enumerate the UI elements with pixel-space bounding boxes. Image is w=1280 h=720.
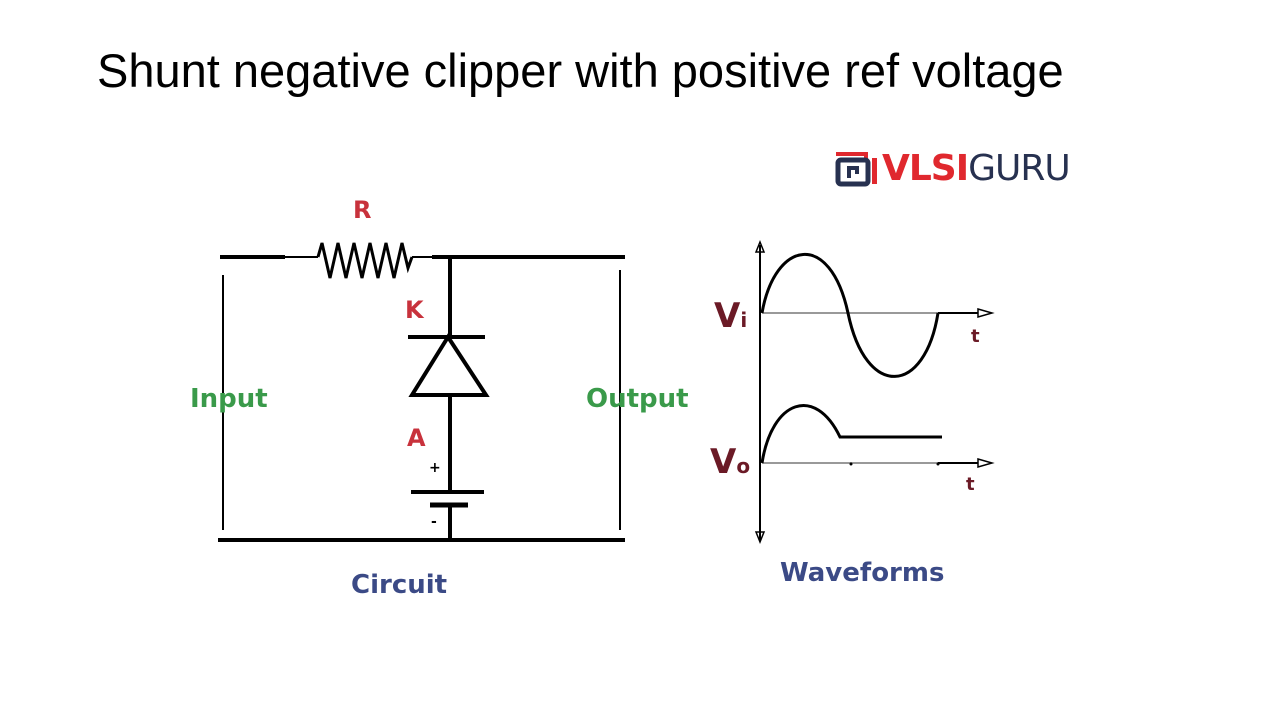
logo-text-guru: GURU: [968, 147, 1071, 189]
voltage-axis-arrow-bottom: [754, 531, 766, 545]
vi-sine-wave: [760, 253, 940, 378]
vi-time-axis-arrow: [977, 308, 995, 318]
logo-icon: [835, 152, 877, 187]
resistor-label: R: [353, 196, 372, 224]
input-label: Input: [190, 384, 268, 414]
slide-title: Shunt negative clipper with positive ref…: [97, 44, 1064, 97]
output-label: Output: [586, 384, 689, 414]
resistor-symbol: [316, 242, 414, 279]
waveforms-caption: Waveforms: [780, 558, 945, 588]
vo-clipped-wave: [760, 404, 942, 464]
vi-label: Vi: [714, 296, 747, 336]
vo-time-axis-arrow: [977, 458, 995, 468]
anode-label: A: [407, 424, 426, 452]
diode-triangle: [408, 333, 490, 397]
battery-plus-label: +: [429, 460, 441, 476]
time-label-bottom: t: [966, 474, 975, 495]
vlsiguru-logo: VLSI GURU: [832, 145, 1071, 191]
vi-label-sub: i: [740, 308, 748, 332]
circuit-caption: Circuit: [351, 570, 448, 600]
voltage-axis-arrow-top: [754, 239, 766, 253]
vo-axis-mark-2: [936, 462, 940, 466]
vo-label: Vo: [710, 442, 750, 482]
logo-text-vlsi: VLSI: [882, 147, 969, 189]
vi-label-main: V: [714, 296, 741, 336]
time-label-top: t: [971, 326, 980, 347]
cathode-label: K: [405, 296, 424, 324]
vo-axis-mark-1: [849, 462, 853, 466]
vo-label-sub: o: [736, 454, 751, 478]
battery-minus-label: -: [431, 514, 437, 530]
vo-label-main: V: [710, 442, 737, 482]
